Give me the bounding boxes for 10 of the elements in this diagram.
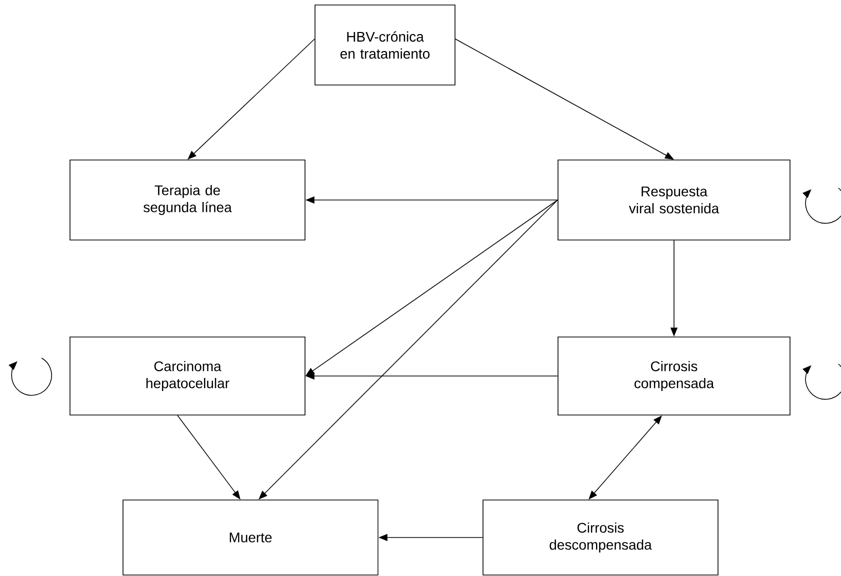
state-box: HBV-crónica en tratamiento [314, 4, 456, 86]
loop-arrow [802, 364, 841, 400]
state-box: Cirrosis compensada [558, 336, 790, 416]
loop-arrow [802, 188, 841, 224]
state-box: Respuesta viral sostenida [558, 160, 790, 240]
state-box: Muerte [122, 500, 378, 576]
state-box: Cirrosis descompensada [482, 500, 718, 576]
state-box: Terapia de segunda línea [70, 160, 306, 240]
loop-arrow [8, 358, 52, 396]
state-box: Carcinoma hepatocelular [70, 336, 306, 416]
